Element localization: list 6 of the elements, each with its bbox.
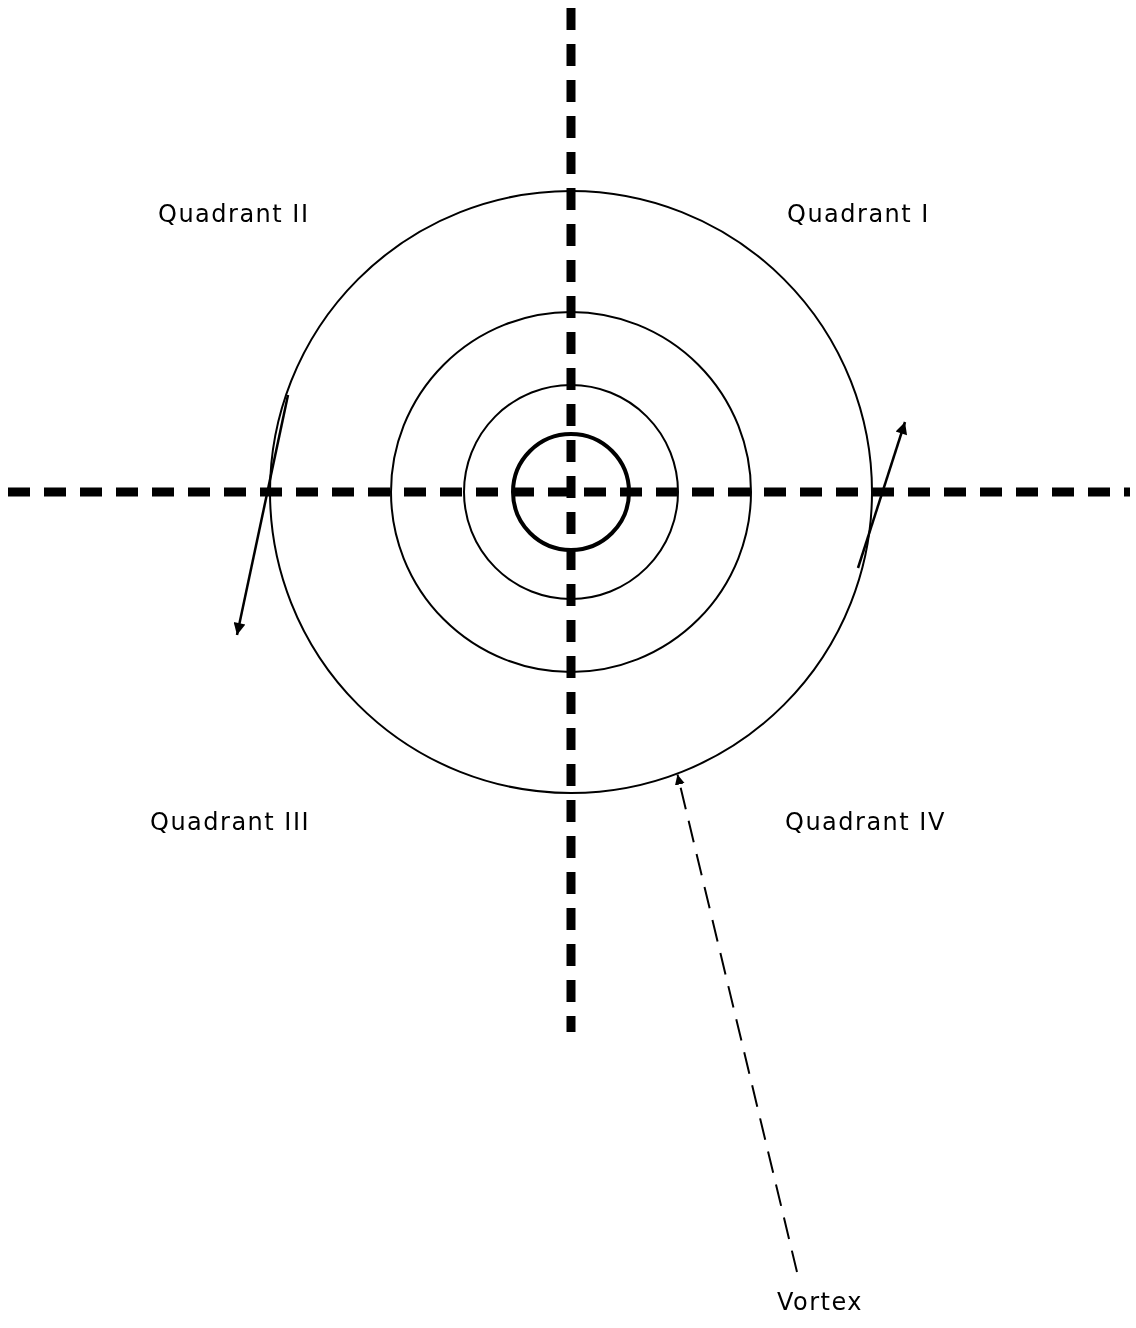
leader-line (675, 773, 798, 1273)
quadrant-label: Quadrant II (158, 200, 310, 228)
quadrant-label: Quadrant IV (785, 808, 946, 836)
vortex-label: Vortex (776, 1288, 864, 1316)
quadrant-label: Quadrant III (150, 808, 311, 836)
quadrant-label: Quadrant I (787, 200, 930, 228)
